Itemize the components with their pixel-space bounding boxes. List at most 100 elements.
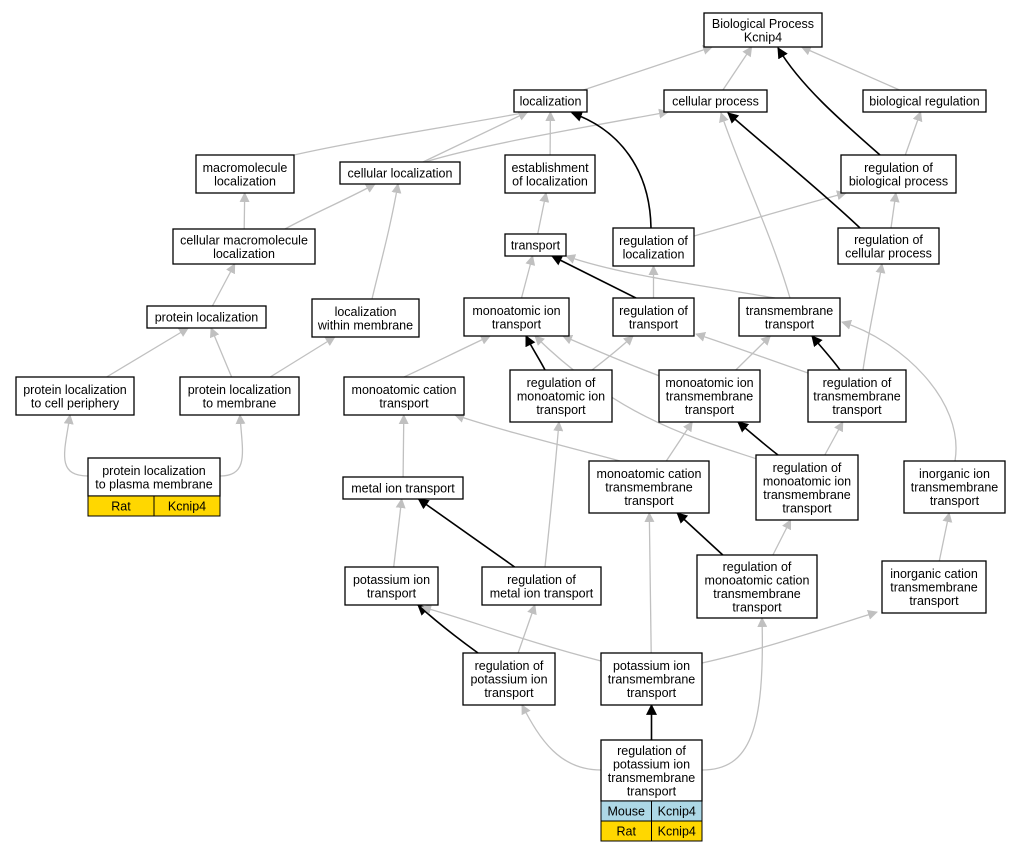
edge-monoatomic-ion-transmembrane-transport-to-monoatomic-ion-transport: [562, 335, 666, 379]
node-label-line: transport: [492, 317, 542, 331]
node-box: [807, 369, 907, 423]
edge-regulation-of-biological-process-to-bio-process: [777, 47, 881, 156]
edge-regulation-of-monoatomic-ion-transport-to-regulation-of-transport: [591, 335, 634, 371]
edge-potassium-ion-transmembrane-transport-to-monoatomic-cation-transmembrane-transport: [644, 512, 655, 654]
edge-localization-within-membrane-to-cellular-localization: [371, 183, 402, 300]
node-box: [87, 457, 221, 497]
edge-localization-to-bio-process: [583, 45, 714, 91]
node-cellular-process[interactable]: cellular process: [663, 89, 768, 113]
annotation-species-cell: Rat: [600, 820, 652, 842]
node-label-line: to plasma membrane: [95, 477, 212, 491]
edge-transmembrane-transport-to-cellular-process: [719, 112, 791, 299]
node-label-line: macromolecule: [203, 161, 288, 175]
edge-cellular-process-to-bio-process: [722, 46, 753, 91]
node-box: [903, 460, 1006, 514]
node-box: [840, 154, 957, 194]
edge-cellular-localization-to-localization: [422, 111, 529, 163]
edge-regulation-of-cellular-process-to-regulation-of-biological-process: [889, 192, 900, 229]
node-label-line: metal ion transport: [490, 586, 594, 600]
edge-protein-localization-to-plasma-membrane-to-protein-localization-to-cell-periphery: [63, 414, 89, 477]
node-label-line: transmembrane: [746, 304, 834, 318]
node-box: [172, 228, 316, 265]
node-label-line: transport: [832, 403, 882, 417]
node-box: [344, 566, 439, 606]
annotation-species-cell: Rat: [87, 495, 155, 517]
edge-regulation-of-transport-to-transport: [551, 255, 637, 299]
annotation-species-cell: Mouse: [600, 800, 652, 822]
node-box: [738, 297, 841, 337]
node-box: [513, 89, 588, 113]
edge-potassium-ion-transmembrane-transport-to-inorganic-cation-transmembrane-transport: [701, 609, 878, 664]
node-label-line: transmembrane: [666, 390, 754, 404]
edge-regulation-of-localization-to-localization: [570, 111, 652, 229]
node-cellular-localization[interactable]: cellular localization: [339, 161, 461, 185]
node-label-line: transport: [511, 239, 561, 253]
edge-inorganic-ion-transmembrane-transport-to-transmembrane-transport: [841, 319, 957, 462]
node-label-line: regulation of: [617, 744, 686, 758]
node-protein-localization[interactable]: protein localization: [146, 305, 267, 329]
edge-regulation-of-transmembrane-transport-to-regulation-of-transport: [695, 332, 809, 374]
edge-regulation-of-potassium-ion-transport-to-regulation-of-metal-ion-transport: [517, 604, 537, 654]
node-label-line: transport: [765, 317, 815, 331]
node-localization[interactable]: localization: [513, 89, 588, 113]
node-label-line: transport: [367, 586, 417, 600]
node-label-line: inorganic cation: [890, 567, 978, 581]
node-metal-ion-transport[interactable]: metal ion transport: [342, 476, 464, 500]
edge-regulation-of-localization-to-regulation-of-biological-process: [693, 190, 847, 237]
node-label-line: regulation of: [723, 560, 792, 574]
annotation-cell-bg: [153, 495, 221, 517]
node-label-line: transmembrane: [763, 488, 851, 502]
edge-regulation-of-potassium-ion-transport-to-potassium-ion-transport: [417, 604, 479, 654]
node-label-line: Kcnip4: [744, 30, 782, 44]
node-label-line: transmembrane: [813, 390, 901, 404]
edge-monoatomic-cation-transmembrane-transport-to-monoatomic-ion-transmembrane-transport: [665, 421, 693, 462]
node-biological-regulation[interactable]: biological regulation: [862, 89, 987, 113]
node-label-line: regulation of: [475, 659, 544, 673]
node-label-line: transmembrane: [890, 581, 978, 595]
node-label-line: regulation of: [864, 161, 933, 175]
annotation-gene-label: Kcnip4: [658, 805, 696, 819]
node-transport[interactable]: transport: [504, 233, 567, 257]
annotation-gene-label: Kcnip4: [168, 500, 206, 514]
edge-regulation-of-potassium-ion-transmembrane-transport-to-regulation-of-monoatomic-cation-transmembrane-transport: [701, 617, 768, 771]
annotation-species-label: Mouse: [607, 805, 645, 819]
node-box: [612, 297, 695, 337]
node-box: [600, 652, 703, 706]
node-label-line: transmembrane: [713, 587, 801, 601]
edge-regulation-of-monoatomic-cation-transmembrane-transport-to-regulation-of-monoatomic-ion-transmembrane-transport: [772, 519, 792, 556]
node-label-line: monoatomic cation: [597, 467, 702, 481]
node-label-line: biological regulation: [869, 95, 980, 109]
node-box: [612, 227, 695, 267]
node-label-line: cellular localization: [348, 167, 453, 181]
